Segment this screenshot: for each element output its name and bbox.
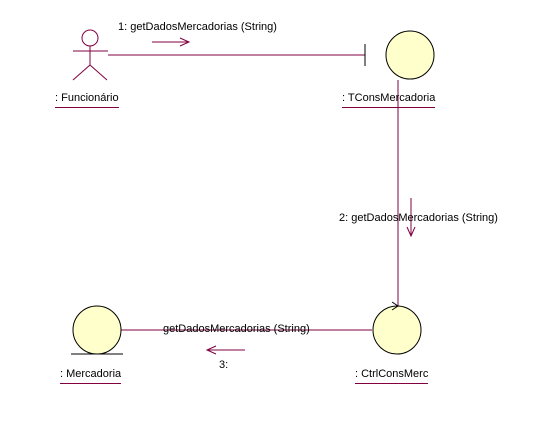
entity-icon — [71, 305, 123, 355]
object-label-tconsmercadoria: : TConsMercadoria — [342, 92, 436, 108]
object-label-funcionario: : Funcionário — [55, 92, 119, 108]
boundary-icon — [364, 30, 435, 80]
message-arrow-2 — [406, 198, 416, 238]
message-label-2: 2: getDadosMercadorias (String) — [339, 212, 498, 224]
message-label-3-name: getDadosMercadorias (String) — [163, 323, 310, 335]
object-label-ctrlconsmerc: : CtrlConsMerc — [355, 368, 429, 384]
object-label-mercadoria: : Mercadoria — [60, 368, 122, 384]
message-label-3-number: 3: — [219, 359, 229, 371]
message-label-1: 1: getDadosMercadorias (String) — [118, 21, 277, 33]
message-arrow-3 — [205, 345, 245, 355]
message-arrow-1 — [152, 37, 191, 47]
control-icon — [372, 301, 422, 355]
actor-stick-figure-icon — [72, 29, 108, 81]
